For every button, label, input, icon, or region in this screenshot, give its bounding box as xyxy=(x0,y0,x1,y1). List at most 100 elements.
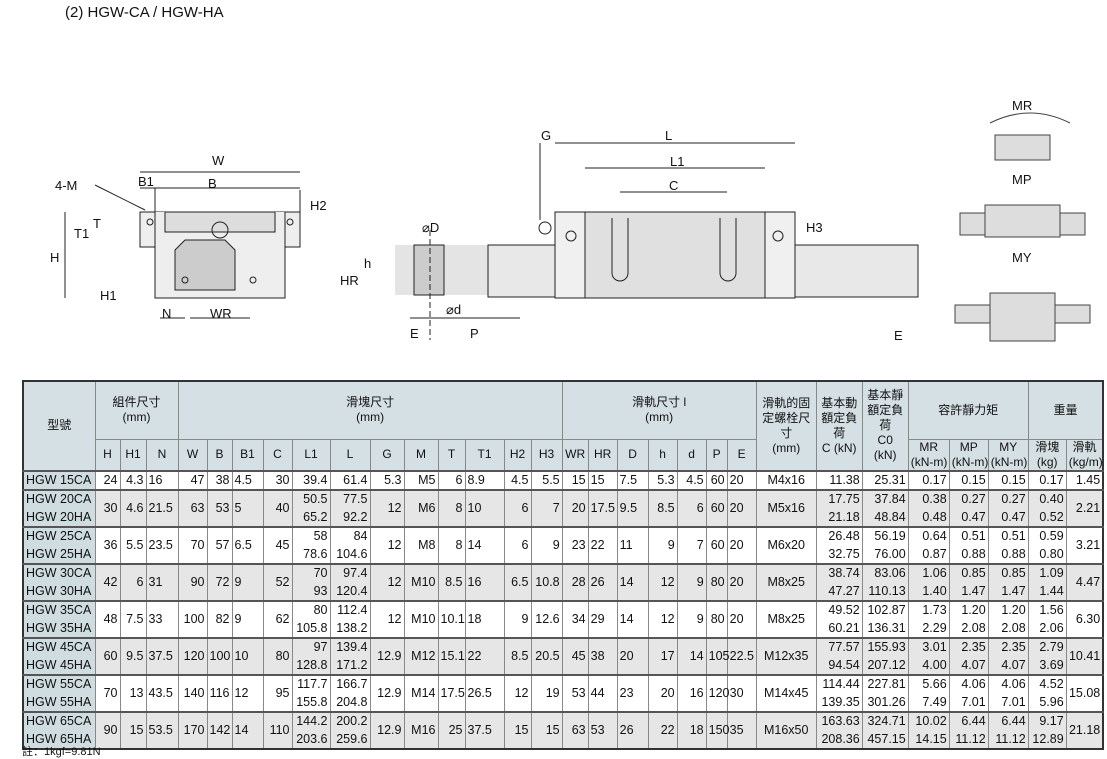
value: 138.2 xyxy=(336,620,368,635)
value-cell: 17 xyxy=(647,637,678,676)
svg-text:T1: T1 xyxy=(74,226,89,241)
header-rail: 滑軌尺寸 l(mm) xyxy=(561,380,757,440)
value-cell: 62 xyxy=(262,600,293,639)
value: 5.96 xyxy=(1039,694,1064,709)
value: 163.63 xyxy=(821,714,860,728)
value-cell: 0.15 xyxy=(948,470,989,491)
value-cell: 22 xyxy=(464,637,505,676)
value-cell: 38 xyxy=(206,470,233,491)
value-cell: 12.9 xyxy=(369,674,405,713)
value: 11.12 xyxy=(955,731,986,746)
value: 1.20 xyxy=(1001,603,1026,617)
value: 0.27 xyxy=(1001,492,1026,506)
side-view-drawing xyxy=(487,142,919,299)
value: 0.47 xyxy=(961,509,986,524)
value: 301.26 xyxy=(867,694,906,709)
value-cell: 15 xyxy=(561,470,589,491)
value: 208.36 xyxy=(821,731,860,746)
value: 76.00 xyxy=(874,546,906,561)
value-cell: 80 xyxy=(262,637,293,676)
value: 2.08 xyxy=(961,620,986,635)
value: 0.27 xyxy=(961,492,986,506)
value: 77.5 xyxy=(343,492,368,506)
value: 50.5 xyxy=(303,492,328,506)
value-cell: 42 xyxy=(94,563,121,602)
value-cell: 10.8 xyxy=(530,563,563,602)
value-cell: 18 xyxy=(676,711,707,750)
svg-text:H1: H1 xyxy=(100,288,117,303)
value: 6.44 xyxy=(1001,714,1026,728)
svg-text:P: P xyxy=(470,326,479,341)
value-cell: 12 xyxy=(369,489,405,528)
model-name: HGW 30HA xyxy=(26,583,92,598)
value-cell: 9 xyxy=(231,563,264,602)
front-view-drawing xyxy=(64,171,301,319)
value-cell: 9 xyxy=(676,563,707,602)
value-cell: 22 xyxy=(587,526,618,565)
value-cell: 60 xyxy=(705,489,728,528)
value-cell: 139.4 171.2 xyxy=(329,637,371,676)
value: 65.2 xyxy=(303,509,328,524)
col-header: h xyxy=(647,438,678,471)
value-cell: 6 xyxy=(437,470,466,491)
value: 171.2 xyxy=(336,657,368,672)
value: 58 xyxy=(313,529,328,543)
value: 0.51 xyxy=(961,529,986,543)
value-cell: 15.08 xyxy=(1065,674,1104,713)
value-cell: 11 xyxy=(616,526,649,565)
col-header-w_block: 滑塊(kg) xyxy=(1027,438,1067,471)
value-cell: 52 xyxy=(262,563,293,602)
value-cell: 70 xyxy=(94,674,121,713)
value-cell: 116 xyxy=(206,674,233,713)
model-name: HGW 45HA xyxy=(26,657,92,672)
value: 48.84 xyxy=(874,509,906,524)
value-cell: 1.45 xyxy=(1065,470,1104,491)
value-cell: 10.1 xyxy=(437,600,466,639)
value-cell: 6 xyxy=(503,489,532,528)
svg-text:4-M: 4-M xyxy=(55,178,77,193)
value-cell: 26.5 xyxy=(464,674,505,713)
value: 0.88 xyxy=(961,546,986,561)
value-cell: 14 xyxy=(616,600,649,639)
value-cell: M4x16 xyxy=(755,470,817,491)
value: 1.40 xyxy=(922,583,947,598)
value-cell: 15 xyxy=(530,711,563,750)
value: 5.66 xyxy=(922,677,947,691)
value: 2.35 xyxy=(961,640,986,654)
value-cell: 57 xyxy=(206,526,233,565)
value-cell: 21.5 xyxy=(145,489,179,528)
value-cell: M16 xyxy=(403,711,439,750)
value: 77.57 xyxy=(828,640,860,654)
svg-text:HR: HR xyxy=(340,273,359,288)
value-cell: 0.17 xyxy=(907,470,950,491)
value: 0.88 xyxy=(1001,546,1026,561)
header-bolt: 滑軌的固定螺栓尺寸(mm) xyxy=(755,380,817,471)
svg-text:W: W xyxy=(212,153,225,168)
value-cell: 53 xyxy=(587,711,618,750)
value: 139.4 xyxy=(336,640,368,654)
value-cell: 9.5 xyxy=(119,637,147,676)
value-cell: 7 xyxy=(530,489,563,528)
value-cell: 38 xyxy=(587,637,618,676)
col-header: HR xyxy=(587,438,618,471)
value-cell: 20 xyxy=(726,563,757,602)
header-assembly: 組件尺寸(mm) xyxy=(94,380,179,440)
value: 104.6 xyxy=(336,546,368,561)
value: 120.4 xyxy=(336,583,368,598)
value-cell: 4.5 xyxy=(676,470,707,491)
value-cell: 72 xyxy=(206,563,233,602)
value: 114.44 xyxy=(822,677,860,691)
header-weight: 重量 xyxy=(1027,380,1104,440)
value-cell: M6x20 xyxy=(755,526,817,565)
model-name: HGW 25HA xyxy=(26,546,92,561)
